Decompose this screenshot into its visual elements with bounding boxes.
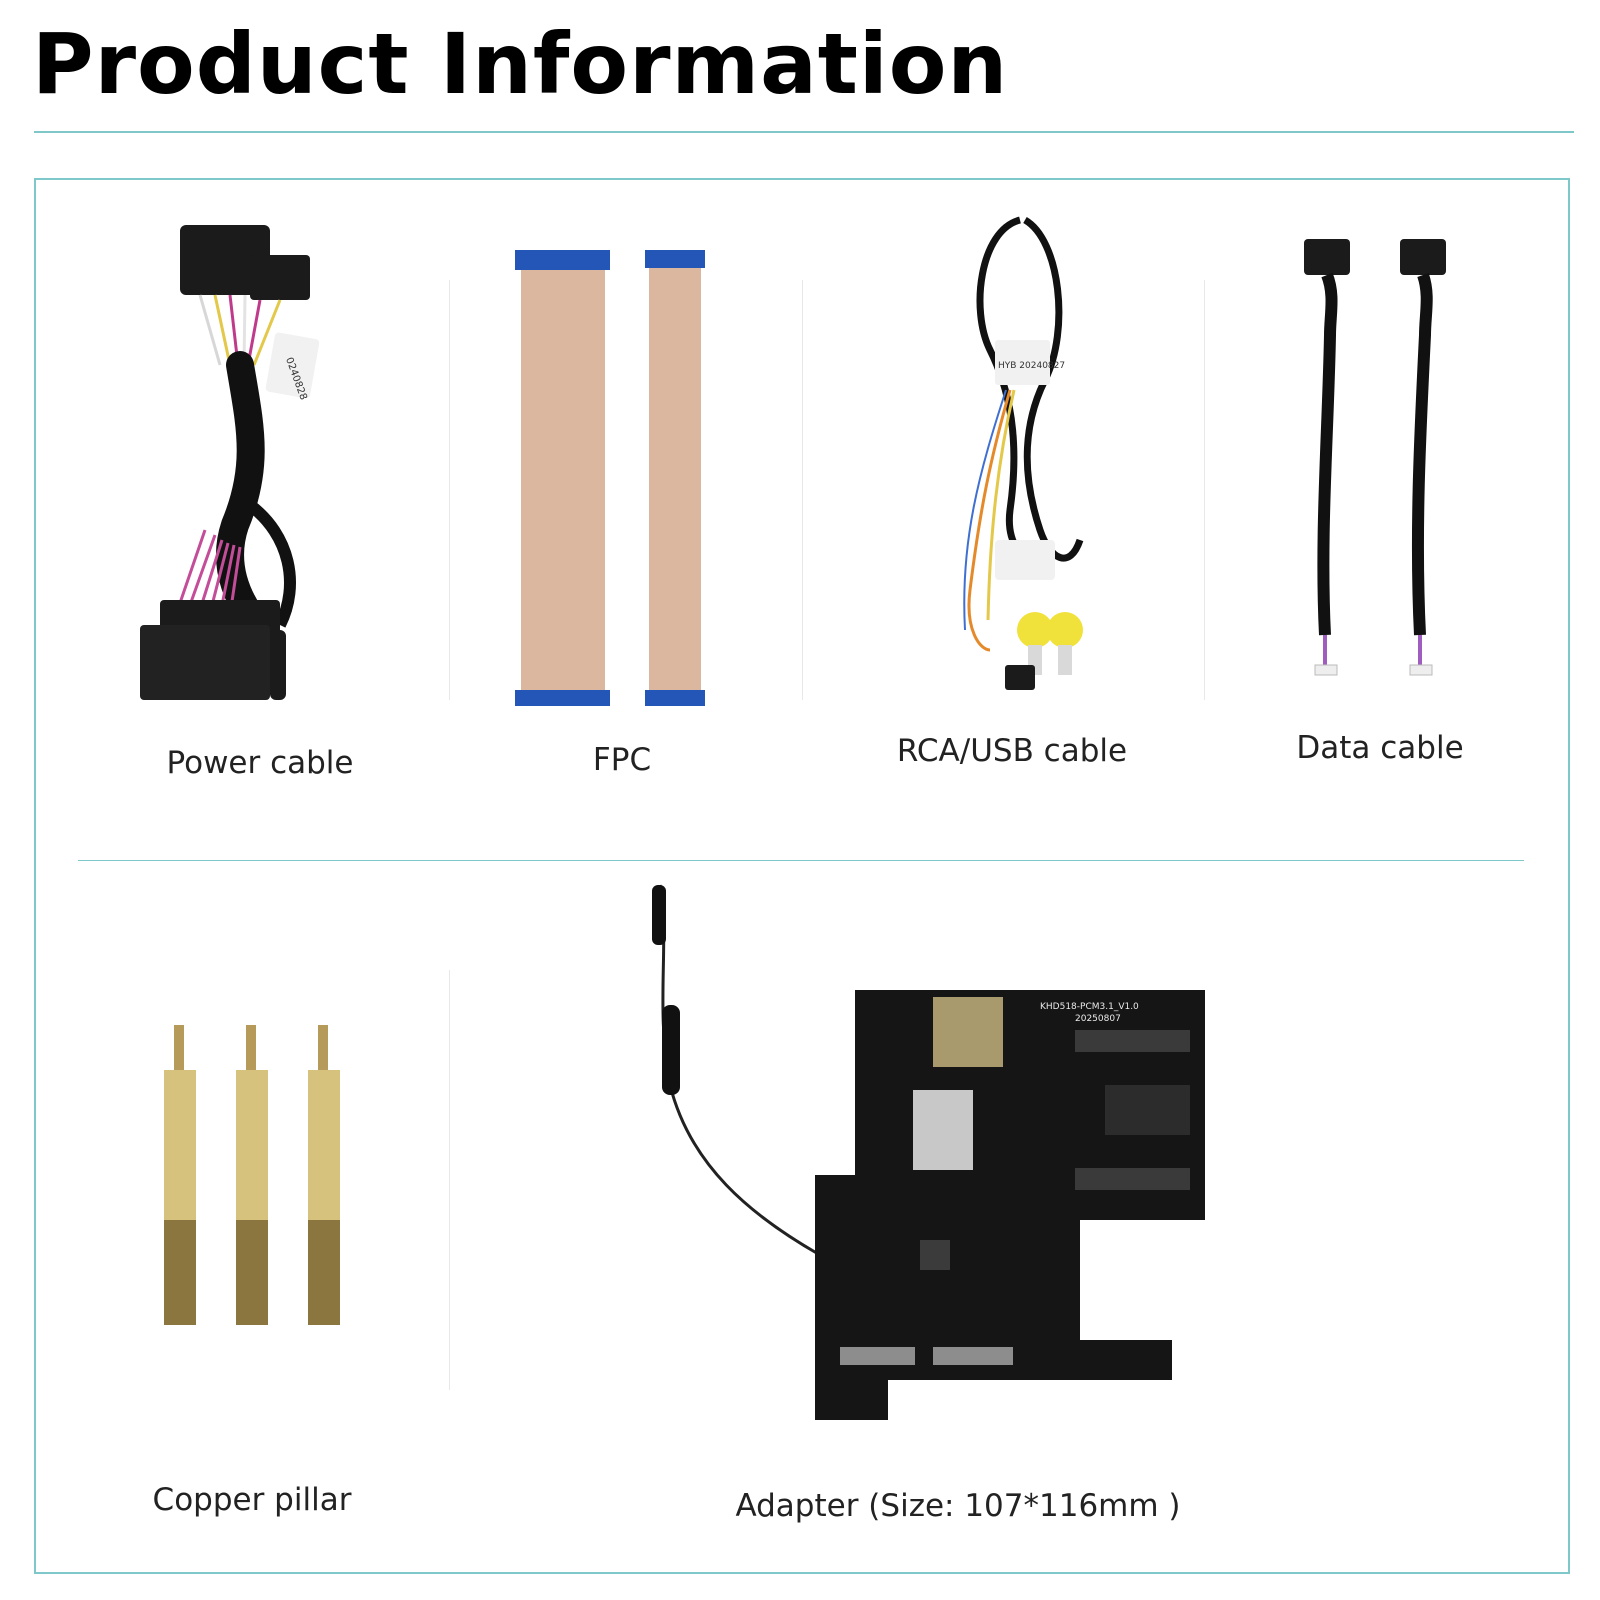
wire-harness-icon: 0240828 — [140, 225, 320, 700]
copper-pillar-label: Copper pillar — [152, 1482, 352, 1518]
copper-pillar-image — [160, 1025, 360, 1325]
adapter-label: Adapter (Size: 107*116mm ) — [735, 1488, 1181, 1524]
fpc-image — [515, 250, 725, 710]
board-date-text: 20250807 — [1075, 1014, 1121, 1024]
column-divider — [1204, 280, 1205, 700]
board-model-text: KHD518-PCM3.1_V1.0 — [1040, 1002, 1139, 1012]
row-divider — [78, 860, 1524, 861]
column-divider — [449, 970, 450, 1390]
title-divider — [34, 131, 1574, 133]
rca-usb-cable-image: HYB 20240827 — [950, 210, 1120, 710]
rca-usb-cable-label: RCA/USB cable — [896, 733, 1128, 769]
column-divider — [449, 280, 450, 700]
product-frame — [34, 178, 1570, 1574]
rca-tag-text: HYB 20240827 — [998, 361, 1065, 371]
power-cable-label: Power cable — [166, 745, 354, 781]
fpc-label: FPC — [592, 742, 652, 778]
flat-ribbon-cable-icon — [515, 250, 705, 706]
adapter-image: KHD518-PCM3.1_V1.0 20250807 — [650, 884, 1210, 1430]
rca-usb-cable-icon: HYB 20240827 — [963, 216, 1084, 690]
copper-standoff-icon — [164, 1025, 340, 1325]
data-cable-icon — [1304, 239, 1446, 676]
data-cable-label: Data cable — [1296, 730, 1464, 766]
data-cable-image — [1300, 235, 1460, 695]
page-title: Product Information — [32, 15, 1009, 113]
circuit-board-icon: KHD518-PCM3.1_V1.0 20250807 — [652, 884, 1205, 1420]
column-divider — [802, 280, 803, 700]
power-cable-image: 0240828 — [130, 205, 340, 725]
